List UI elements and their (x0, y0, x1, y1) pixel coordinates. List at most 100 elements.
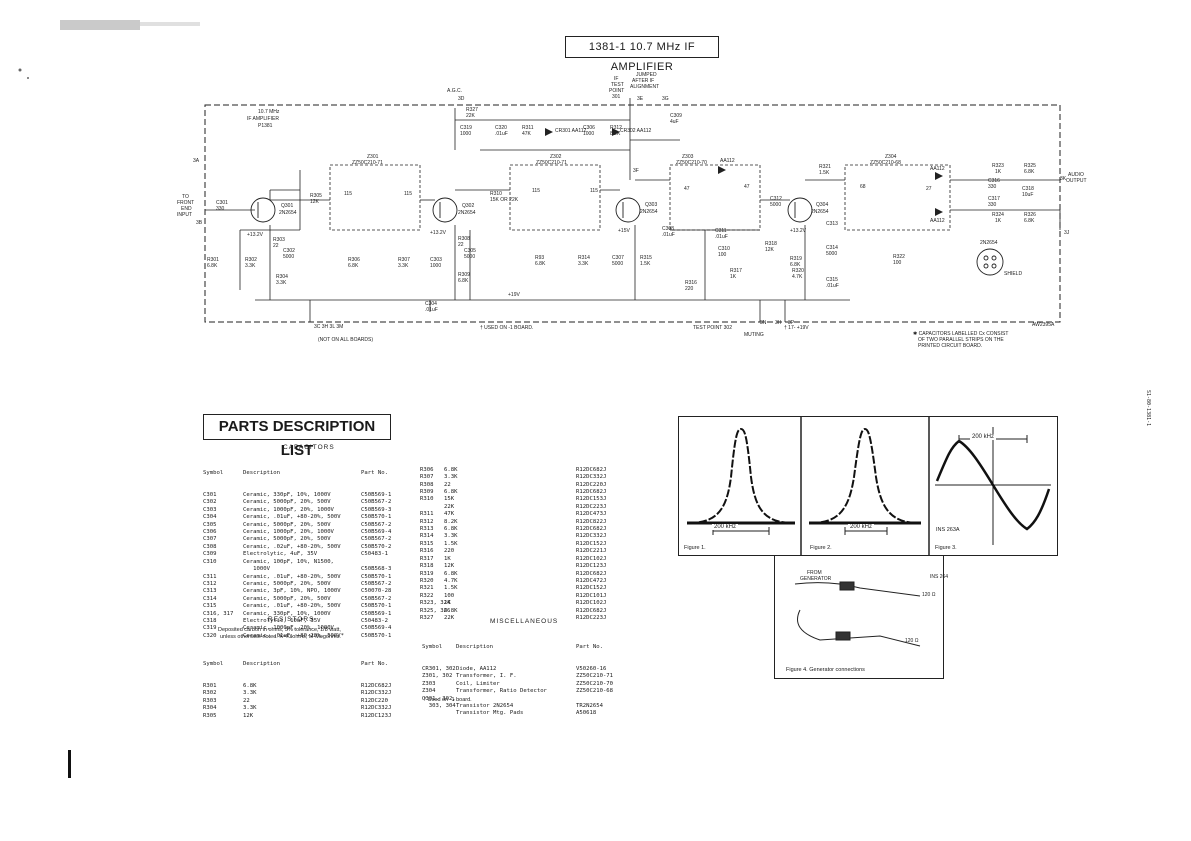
cell-part: R12DC102J (576, 555, 607, 562)
q302-ref: Q302 (462, 203, 474, 209)
fig3-caption: Figure 3. (935, 545, 957, 551)
cell-part: C50B569-3 (361, 506, 392, 513)
coil-num-5: 47 (684, 186, 690, 192)
fig2-curve (810, 427, 920, 524)
cell-part: R12DC102J (576, 600, 607, 607)
col-part: Part No. (361, 660, 388, 667)
comp-val: 3.3K (578, 261, 589, 267)
cell-description: Electrolytic, 4uF, 35V (243, 551, 318, 558)
cell-symbol: Z303 (422, 680, 436, 687)
input-2: FRONT (177, 200, 194, 206)
cell-description: Ceramic, .01uF, +80-20%, 500V (243, 573, 341, 580)
fig4-drawing (794, 581, 921, 647)
cell-description: 3.3K (243, 690, 257, 697)
cell-description: Ceramic, 5000pF, 20%, 500V (243, 536, 331, 543)
cell-symbol: R318 (420, 563, 434, 570)
comp-ref: R322 (893, 254, 905, 260)
cell-symbol: R327 (420, 614, 434, 621)
fig4-labels: FROM GENERATOR INS 264 120 Ω 120 Ω (800, 570, 948, 644)
cell-description: Transistor 2N2654 (456, 703, 514, 710)
cell-symbol: C313 (203, 588, 217, 595)
fig4-ins: INS 264 (930, 574, 948, 580)
cell-symbol: R315 (420, 540, 434, 547)
comp-val: 6.8K (535, 261, 546, 267)
cell-description (456, 696, 576, 703)
cell-description: 1K (444, 600, 451, 607)
table-row: Q301, 302, (422, 696, 613, 703)
comp-ref: R310 (490, 191, 502, 197)
table-row: C311 Ceramic, .01uF, +80-20%, 500V C50B570… (203, 574, 421, 581)
cell-description: Transformer, Ratio Detector (456, 688, 547, 695)
cell-symbol: R307 (420, 474, 434, 481)
cap-note-3: PRINTED CIRCUIT BOARD. (918, 343, 982, 349)
comp-ref: C317 (988, 196, 1000, 202)
comp-ref: R314 (578, 255, 590, 261)
fig4-r1: 120 Ω (922, 592, 936, 598)
fig4-caption: Figure 4. Generator connections (786, 667, 865, 673)
cell-part: R12DC223J (576, 614, 607, 621)
comp-ref: R302 (245, 257, 257, 263)
cell-part: C50B567-2 (361, 536, 392, 543)
cell-symbol: R319 (420, 570, 434, 577)
resistor-note-1: Deposited carbon in ohms, 5% tolerance, … (218, 627, 341, 633)
cell-description: Ceramic, 330pF, 10%, 1000V (243, 610, 331, 617)
drawing-number: AW2395A (1032, 322, 1055, 328)
cell-part: C50B570-1 (361, 573, 392, 580)
cell-description: 22K (444, 503, 455, 510)
bottom-19v: † 17- +19V (784, 325, 809, 331)
supply-1: +13.2V (247, 232, 264, 238)
cell-symbol: R320 (420, 577, 434, 584)
comp-val: 100 (718, 252, 727, 258)
comp-val: 330 (988, 202, 997, 208)
comp-val: 1K (730, 274, 737, 280)
cell-symbol: C320 (203, 632, 217, 639)
fig3-curve (935, 439, 1051, 531)
comp-val: 330 (988, 184, 997, 190)
cell-part: ZZ50C210-70 (576, 680, 614, 687)
cell-symbol: C315 (203, 603, 217, 610)
z304-box (844, 164, 951, 231)
comp-ref: C314 (826, 245, 838, 251)
cell-description: Transformer, I. F. (456, 673, 517, 680)
comp-val: 12K (765, 247, 775, 253)
cell-part: R12DC152J (576, 540, 607, 547)
cell-symbol: C305 (203, 521, 217, 528)
cell-part: R12DC152J (576, 585, 607, 592)
comp-ref: C311 (715, 228, 727, 234)
footnote: * Used on -1 board. (424, 697, 472, 703)
comp-val: 6.8K (348, 263, 359, 269)
input-3: END (181, 206, 192, 212)
cell-part: C50B568-3 (361, 566, 392, 573)
cell-description: 3.3K (243, 705, 257, 712)
cell-symbol: C311 (203, 573, 217, 580)
cell-symbol: C301 (203, 492, 217, 499)
cell-symbol: C308 (203, 543, 217, 550)
agc-label: A.G.C. (447, 88, 462, 94)
cell-description: 12K (243, 712, 254, 719)
schematic-labels: 10.7 MHz IF AMPLIFIER P1381 A.G.C. 3D JU… (177, 72, 1087, 349)
comp-val: 15K OR 22K (490, 197, 519, 203)
comp-val: 1.5K (819, 170, 830, 176)
cell-symbol: C309 (203, 551, 217, 558)
cell-symbol: R312 (420, 518, 434, 525)
comp-val: .01uF (495, 131, 508, 137)
coil-num-6: 47 (744, 184, 750, 190)
pin-3p: 3P (788, 320, 795, 326)
block-title-1: 10.7 MHz (258, 109, 280, 115)
muting-label: MUTING (744, 332, 764, 338)
cell-symbol: R305 (203, 712, 217, 719)
q304-type: 2N2654 (811, 209, 829, 215)
cell-symbol: 303, 304 (422, 703, 456, 710)
comp-ref: C302 (283, 248, 295, 254)
